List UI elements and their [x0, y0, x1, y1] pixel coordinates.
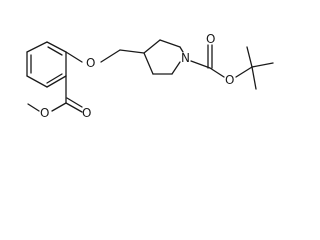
- atom-label-ester-methoxy-oxygen: O: [40, 106, 49, 120]
- bond-ring-f: [26, 41, 48, 53]
- bond-ester-c-to-ome-o: [51, 102, 67, 112]
- methyl-ester-group: [27, 75, 83, 113]
- piperidine-ring: [143, 39, 184, 75]
- bond-ether-o-to-ch2: [100, 49, 121, 63]
- bond-o-to-tbu-c: [235, 66, 253, 78]
- bond-ome-o-to-methyl: [27, 103, 40, 112]
- ether-linkage: [65, 49, 145, 63]
- boc-group: [190, 44, 274, 90]
- bond-ring-to-ether-o: [65, 51, 83, 63]
- benzene-ring: [26, 41, 67, 88]
- bond-ring-inner-2: [46, 73, 63, 84]
- atom-label-carbamate-carbonyl-oxygen: O: [206, 32, 215, 46]
- bond-ester-c-o-double-a: [65, 102, 83, 113]
- bond-ch2-to-c4: [119, 49, 145, 54]
- bond-tbu-methyl-down: [251, 66, 257, 90]
- bond-pip-1: [143, 39, 161, 54]
- bond-ring-a: [46, 41, 67, 53]
- bond-pip-5: [143, 52, 154, 75]
- bond-pip-2: [159, 39, 181, 48]
- bond-tbu-methyl-right: [251, 62, 274, 68]
- structure-diagram: O O O N O O: [26, 32, 274, 120]
- bond-ester-c-o-double-b: [66, 97, 83, 108]
- atom-labels: O O O N O O: [40, 32, 234, 120]
- bond-tbu-methyl-up: [246, 46, 253, 68]
- bond-ring-d: [26, 75, 48, 88]
- bond-n-to-carbonyl-c: [190, 60, 211, 69]
- atom-label-ester-carbonyl-oxygen: O: [82, 106, 91, 120]
- atom-label-carbamate-ester-oxygen: O: [225, 73, 234, 87]
- atom-label-ether-oxygen: O: [86, 56, 95, 70]
- atom-label-piperidine-nitrogen: N: [181, 51, 190, 65]
- bond-ring-inner-1: [47, 46, 63, 56]
- bond-ring-c: [46, 75, 67, 88]
- bond-pip-n-down: [179, 46, 184, 53]
- bond-carbonyl-c-to-o: [209, 67, 225, 78]
- bond-pip-3: [171, 61, 181, 75]
